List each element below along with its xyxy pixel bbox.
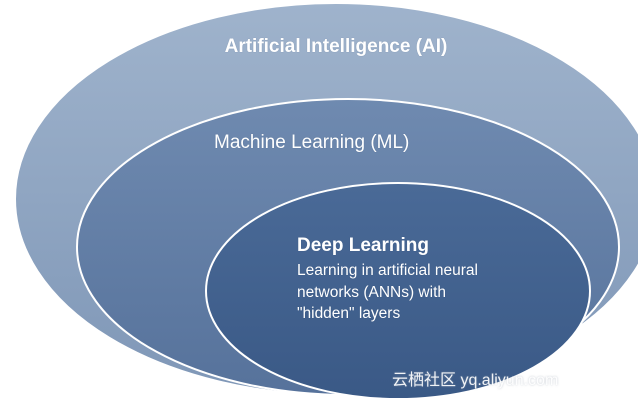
dl-description: Learning in artificial neural networks (… [297,260,478,325]
dl-ellipse [205,182,591,400]
ai-label: Artificial Intelligence (AI) [224,36,448,57]
watermark-text: 云栖社区 yq.aliyun.com [392,372,559,389]
dl-description-line: Learning in artificial neural [297,262,478,279]
ml-label: Machine Learning (ML) [214,132,410,153]
dl-label: Deep Learning [297,235,429,256]
dl-description-line: networks (ANNs) with [297,283,446,301]
dl-description-line: "hidden" layers [297,305,401,322]
